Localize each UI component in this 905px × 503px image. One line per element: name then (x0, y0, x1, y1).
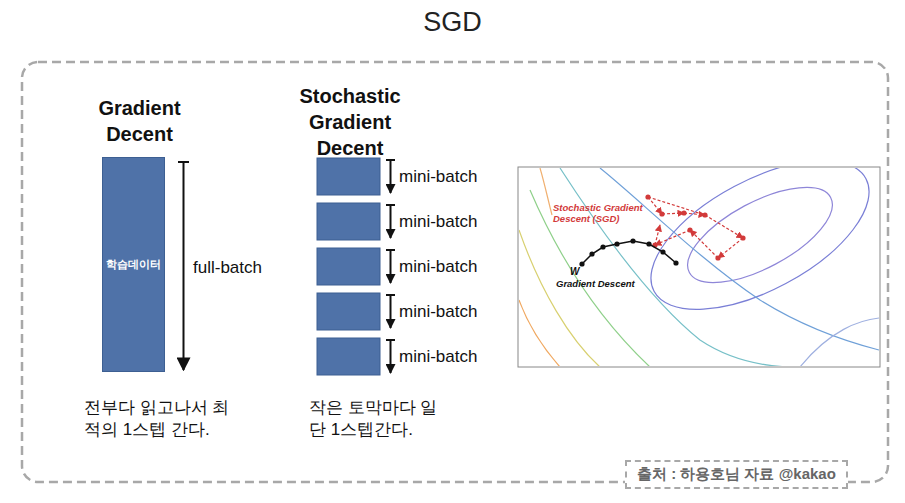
note-text: 작은 토막마다 일단 1스텝간다. (309, 397, 439, 441)
contour-illustration (518, 130, 892, 367)
weight-label: W (570, 266, 584, 278)
path-label: Gradient Descent (556, 279, 656, 290)
source-box: 출처 : 하용호님 자료 @kakao (625, 460, 848, 489)
batch-label: mini-batch (399, 166, 499, 188)
batch-label: mini-batch (399, 256, 499, 278)
mini-batch-blocks (317, 158, 380, 375)
column-heading: Gradient Decent (82, 95, 197, 147)
outer-dashed-frame (22, 62, 888, 482)
batch-label: full-batch (193, 257, 283, 279)
node-text: 출처 : 하용호님 자료 @kakao (637, 465, 836, 484)
batch-label: mini-batch (399, 301, 499, 323)
node-text: 학습데이터 (106, 257, 161, 272)
path-label: Stochastic Gradient Descent (SGD) (553, 203, 645, 225)
data-bar: 학습데이터 (102, 157, 165, 372)
mini-batch-arrows (386, 160, 395, 373)
full-batch-arrow (178, 162, 189, 370)
batch-label: mini-batch (399, 346, 499, 368)
title: SGD (0, 6, 905, 38)
note-text: 전부다 읽고나서 최적의 1스텝 간다. (84, 397, 244, 441)
batch-label: mini-batch (399, 211, 499, 233)
column-heading: Stochastic Gradient Decent (290, 83, 410, 161)
